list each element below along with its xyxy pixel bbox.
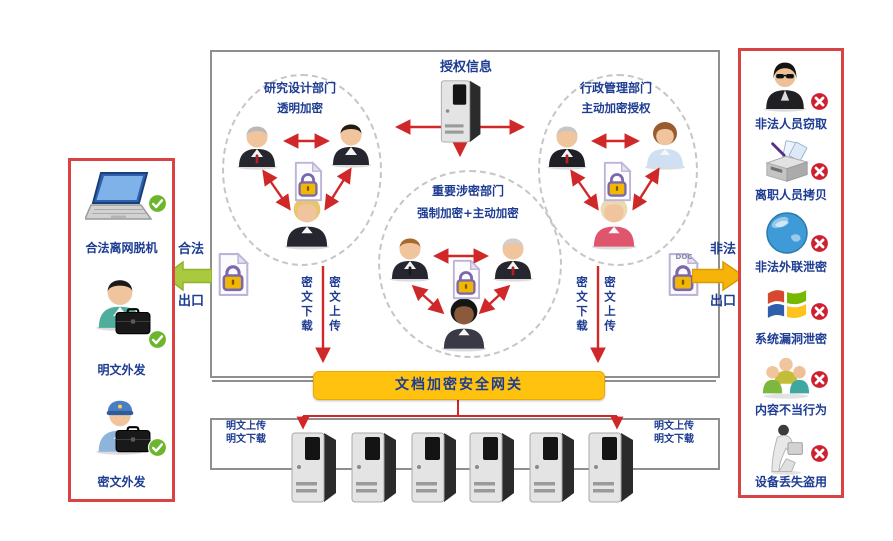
illegal-exit-arrow-icon [692, 260, 744, 292]
secret-dept-title: 重要涉密部门 [431, 184, 504, 198]
person-icon [642, 118, 688, 170]
cipher-download-label: 密文下载 [575, 276, 589, 334]
legal-item-label: 密文外发 [97, 475, 146, 489]
windows-icon [765, 283, 809, 325]
cipher-upload-label: 密文上传 [328, 276, 342, 334]
cipher-upload-label: 密文上传 [603, 276, 617, 334]
server-icon [348, 428, 398, 506]
illegal-item-label: 离职人员拷贝 [754, 188, 827, 202]
blocked-cross-icon [809, 233, 830, 254]
copier-icon [763, 139, 811, 185]
illegal-exit-label: 出口 [709, 294, 736, 309]
admin-dept-ellipse [538, 74, 698, 266]
server-icon [466, 428, 516, 506]
hacker-icon [761, 57, 809, 113]
globe-icon [765, 211, 809, 255]
plain-upload-label: 明文上传 [654, 421, 694, 432]
blocked-cross-icon [809, 161, 830, 182]
plain-io-label-left: 明文上传 明文下载 [214, 420, 278, 446]
person-icon [328, 118, 374, 168]
legal-item-label: 合法离网脱机 [85, 241, 158, 255]
gateway-label: 文档加密安全网关 [395, 376, 523, 393]
person-icon [387, 232, 433, 282]
encrypted-doc-icon [449, 258, 483, 301]
illegal-item-label: 内容不当行为 [754, 403, 827, 417]
cipher-download-label: 密文下载 [300, 276, 314, 334]
server-icon [585, 428, 635, 506]
encrypted-doc-icon [291, 160, 325, 203]
laptop-icon [85, 171, 153, 229]
server-icon [526, 428, 576, 506]
allowed-check-icon [147, 193, 168, 214]
blocked-cross-icon [809, 91, 830, 112]
allowed-check-icon [147, 437, 168, 458]
gateway-bar: 文档加密安全网关 [313, 371, 605, 400]
encrypted-doc-icon [214, 251, 252, 298]
plain-download-label: 明文下载 [654, 434, 694, 445]
research-dept-ellipse [222, 74, 382, 266]
legal-exit-word: 合法 [177, 242, 204, 257]
illegal-item-label: 设备丢失盗用 [754, 475, 827, 489]
illegal-item-label: 非法人员窃取 [754, 117, 827, 131]
research-dept-title: 研究设计部门 [263, 81, 336, 95]
auth-info-label: 授权信息 [439, 60, 492, 75]
secret-dept-ellipse [378, 170, 562, 358]
people-group-icon [761, 354, 811, 400]
admin-dept-title: 行政管理部门 [579, 81, 652, 95]
encrypted-doc-icon [600, 160, 634, 203]
legal-channels-panel: 合法离网脱机 明文外发 密文外发 [68, 158, 175, 502]
device-carry-icon [767, 423, 809, 475]
plain-io-label-right: 明文上传 明文下载 [642, 420, 706, 446]
server-farm-box [210, 418, 720, 470]
person-icon [438, 294, 490, 352]
admin-dept-subtitle: 主动加密授权 [581, 101, 651, 115]
doc-file-label: DOC [675, 253, 693, 261]
illegal-item-label: 非法外联泄密 [754, 260, 827, 274]
research-dept-subtitle: 透明加密 [277, 101, 323, 115]
blocked-cross-icon [809, 369, 830, 390]
briefcase-icon [115, 307, 151, 335]
secret-dept-subtitle: 强制加密+主动加密 [417, 206, 519, 220]
allowed-check-icon [147, 329, 168, 350]
person-icon [544, 120, 590, 170]
legal-exit-label: 出口 [177, 294, 204, 309]
blocked-cross-icon [809, 301, 830, 322]
plain-download-label: 明文下载 [226, 434, 266, 445]
plain-upload-label: 明文上传 [226, 421, 266, 432]
illegal-item-label: 系统漏洞泄密 [754, 332, 827, 346]
illegal-exit-word: 非法 [709, 242, 736, 257]
server-icon [437, 79, 483, 143]
person-icon [490, 232, 536, 282]
legal-item-label: 明文外发 [97, 363, 146, 377]
briefcase-icon [115, 425, 151, 453]
server-icon [408, 428, 458, 506]
illegal-channels-panel: 非法人员窃取 离职人员拷贝 非法外联泄密 系统漏洞泄密 内容不当行为 设备丢失盗… [738, 48, 844, 498]
person-icon [234, 120, 280, 170]
server-icon [288, 428, 338, 506]
blocked-cross-icon [809, 443, 830, 464]
